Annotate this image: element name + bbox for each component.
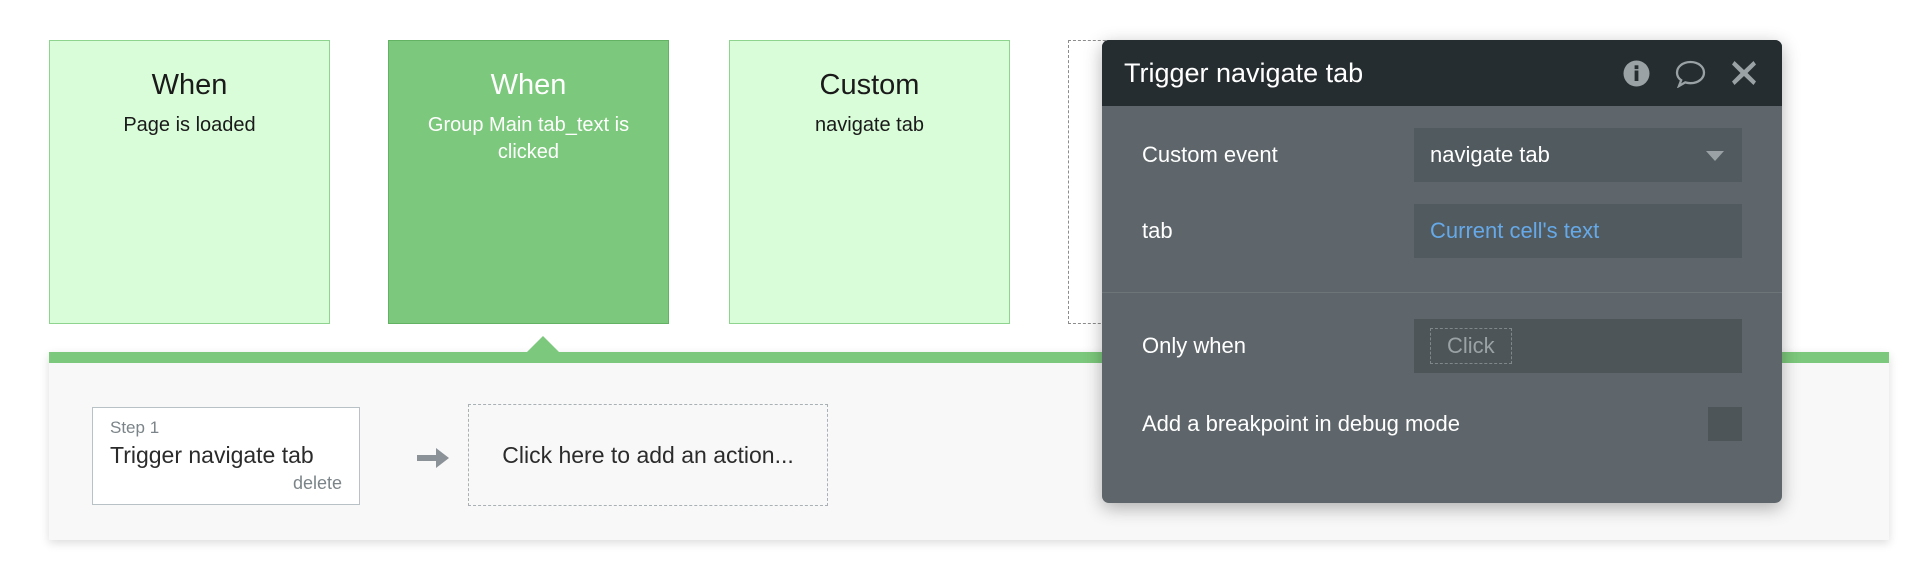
field-row-only-when: Only when Click — [1102, 319, 1782, 373]
custom-event-label: Custom event — [1142, 142, 1278, 167]
add-action-button[interactable]: Click here to add an action... — [468, 404, 828, 506]
field-row-tab: tab Current cell's text — [1102, 204, 1782, 258]
workflow-accent-bar — [49, 336, 1889, 363]
field-row-breakpoint: Add a breakpoint in debug mode — [1102, 407, 1782, 441]
field-row-custom-event: Custom event navigate tab — [1102, 128, 1782, 182]
custom-event-dropdown[interactable]: navigate tab — [1414, 128, 1742, 182]
close-icon[interactable] — [1730, 59, 1758, 87]
event-card-subtitle: Group Main tab_text is clicked — [427, 114, 630, 163]
workflow-pointer-triangle — [526, 336, 560, 353]
comment-icon[interactable] — [1675, 59, 1706, 88]
dialog-body: Custom event navigate tab tab Current ce… — [1102, 128, 1782, 441]
event-card-subtitle: Page is loaded — [123, 114, 256, 136]
event-card-title: When — [490, 69, 567, 101]
tab-expression-input[interactable]: Current cell's text — [1414, 204, 1742, 258]
trigger-properties-dialog: Trigger navigate tab Custom event naviga… — [1102, 40, 1782, 503]
arrow-right-icon — [416, 445, 450, 471]
breakpoint-checkbox[interactable] — [1708, 407, 1742, 441]
custom-event-value: navigate tab — [1430, 142, 1550, 167]
event-card-title: Custom — [819, 69, 920, 101]
chevron-down-icon — [1706, 151, 1724, 161]
event-card-custom-navigate-tab[interactable]: Custom navigate tab — [729, 40, 1010, 324]
add-action-label: Click here to add an action... — [502, 441, 794, 468]
dialog-title: Trigger navigate tab — [1124, 58, 1364, 88]
info-icon[interactable] — [1622, 59, 1651, 88]
step-number-label: Step 1 — [110, 418, 160, 437]
only-when-input[interactable]: Click — [1414, 319, 1742, 373]
step-delete-link[interactable]: delete — [292, 473, 342, 493]
tab-label: tab — [1142, 218, 1173, 243]
step-name-label: Trigger navigate tab — [110, 442, 314, 468]
only-when-label: Only when — [1142, 333, 1246, 358]
event-card-page-is-loaded[interactable]: When Page is loaded — [49, 40, 330, 324]
dialog-header: Trigger navigate tab — [1102, 40, 1782, 106]
breakpoint-label: Add a breakpoint in debug mode — [1142, 411, 1461, 436]
event-card-row: When Page is loaded When Group Main tab_… — [49, 40, 1349, 324]
event-card-group-main-tab-text-is-clicked[interactable]: When Group Main tab_text is clicked — [388, 40, 669, 324]
dialog-section-divider — [1102, 292, 1782, 293]
event-card-subtitle: navigate tab — [815, 114, 924, 136]
workflow-step-card[interactable]: Step 1 Trigger navigate tab delete — [92, 407, 360, 505]
event-card-title: When — [151, 69, 228, 101]
only-when-placeholder: Click — [1430, 328, 1512, 364]
tab-value: Current cell's text — [1430, 218, 1600, 243]
